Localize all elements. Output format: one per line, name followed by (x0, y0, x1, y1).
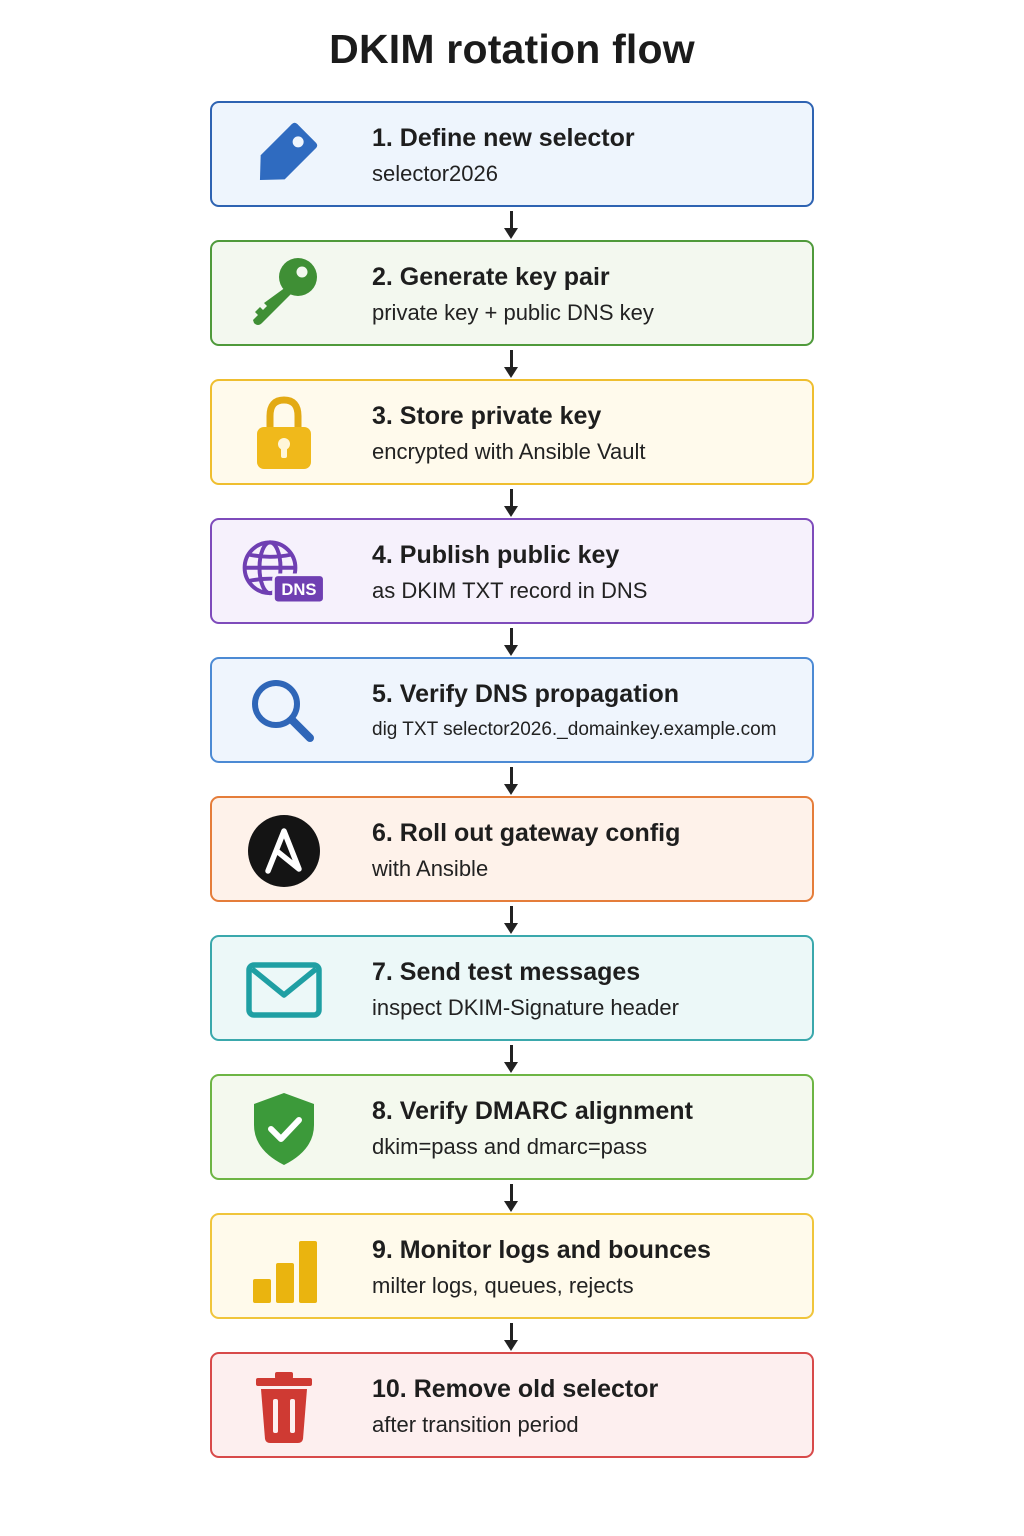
tag-icon (242, 118, 326, 194)
step-9: 9. Monitor logs and bounces milter logs,… (210, 1213, 814, 1319)
bar-chart-icon (242, 1230, 326, 1306)
step-3: 3. Store private key encrypted with Ansi… (210, 379, 814, 485)
step-subtitle: with Ansible (372, 856, 489, 881)
step-title: 1. Define new selector (372, 124, 635, 152)
diagram-title: DKIM rotation flow (329, 26, 695, 72)
trash-icon (242, 1369, 326, 1445)
flow-arrow (210, 485, 814, 518)
step-subtitle: selector2026 (372, 161, 498, 186)
step-subtitle: dkim=pass and dmarc=pass (372, 1134, 648, 1159)
step-4: DNS 4. Publish public key as DKIM TXT re… (210, 518, 814, 624)
flow-arrow (210, 1319, 814, 1352)
dns-badge-text: DNS (281, 580, 316, 599)
step-subtitle: inspect DKIM-Signature header (372, 995, 679, 1020)
step-subtitle: after transition period (372, 1412, 579, 1437)
step-6: 6. Roll out gateway config with Ansible (210, 796, 814, 902)
flow-arrow (210, 1180, 814, 1213)
step-title: 5. Verify DNS propagation (372, 680, 680, 708)
step-title: 7. Send test messages (372, 958, 641, 986)
flow-arrow (210, 624, 814, 657)
step-title: 10. Remove old selector (372, 1375, 659, 1403)
ansible-logo-icon (242, 813, 326, 889)
step-1: 1. Define new selector selector2026 (210, 101, 814, 207)
step-10: 10. Remove old selector after transition… (210, 1352, 814, 1458)
key-icon (242, 257, 326, 333)
shield-check-icon (242, 1091, 326, 1167)
step-subtitle: private key + public DNS key (372, 300, 654, 325)
step-subtitle: encrypted with Ansible Vault (372, 439, 646, 464)
flow-arrow (210, 763, 814, 796)
step-subtitle: as DKIM TXT record in DNS (372, 578, 648, 603)
step-title: 3. Store private key (372, 402, 602, 430)
step-subtitle: dig TXT selector2026._domainkey.example.… (372, 719, 777, 740)
step-title: 4. Publish public key (372, 541, 620, 569)
step-8: 8. Verify DMARC alignment dkim=pass and … (210, 1074, 814, 1180)
flow-arrow (210, 902, 814, 935)
step-title: 9. Monitor logs and bounces (372, 1236, 711, 1264)
globe-dns-icon: DNS (242, 535, 326, 611)
step-title: 2. Generate key pair (372, 263, 610, 291)
step-title: 8. Verify DMARC alignment (372, 1097, 693, 1125)
flow-steps: 1. Define new selector selector2026 2. G… (210, 101, 814, 1458)
flow-arrow (210, 207, 814, 240)
step-2: 2. Generate key pair private key + publi… (210, 240, 814, 346)
envelope-icon (242, 952, 326, 1028)
step-7: 7. Send test messages inspect DKIM-Signa… (210, 935, 814, 1041)
step-5: 5. Verify DNS propagation dig TXT select… (210, 657, 814, 763)
magnifier-icon (242, 674, 326, 750)
step-title: 6. Roll out gateway config (372, 819, 681, 847)
flow-arrow (210, 346, 814, 379)
flow-arrow (210, 1041, 814, 1074)
padlock-icon (242, 396, 326, 472)
step-subtitle: milter logs, queues, rejects (372, 1273, 634, 1298)
